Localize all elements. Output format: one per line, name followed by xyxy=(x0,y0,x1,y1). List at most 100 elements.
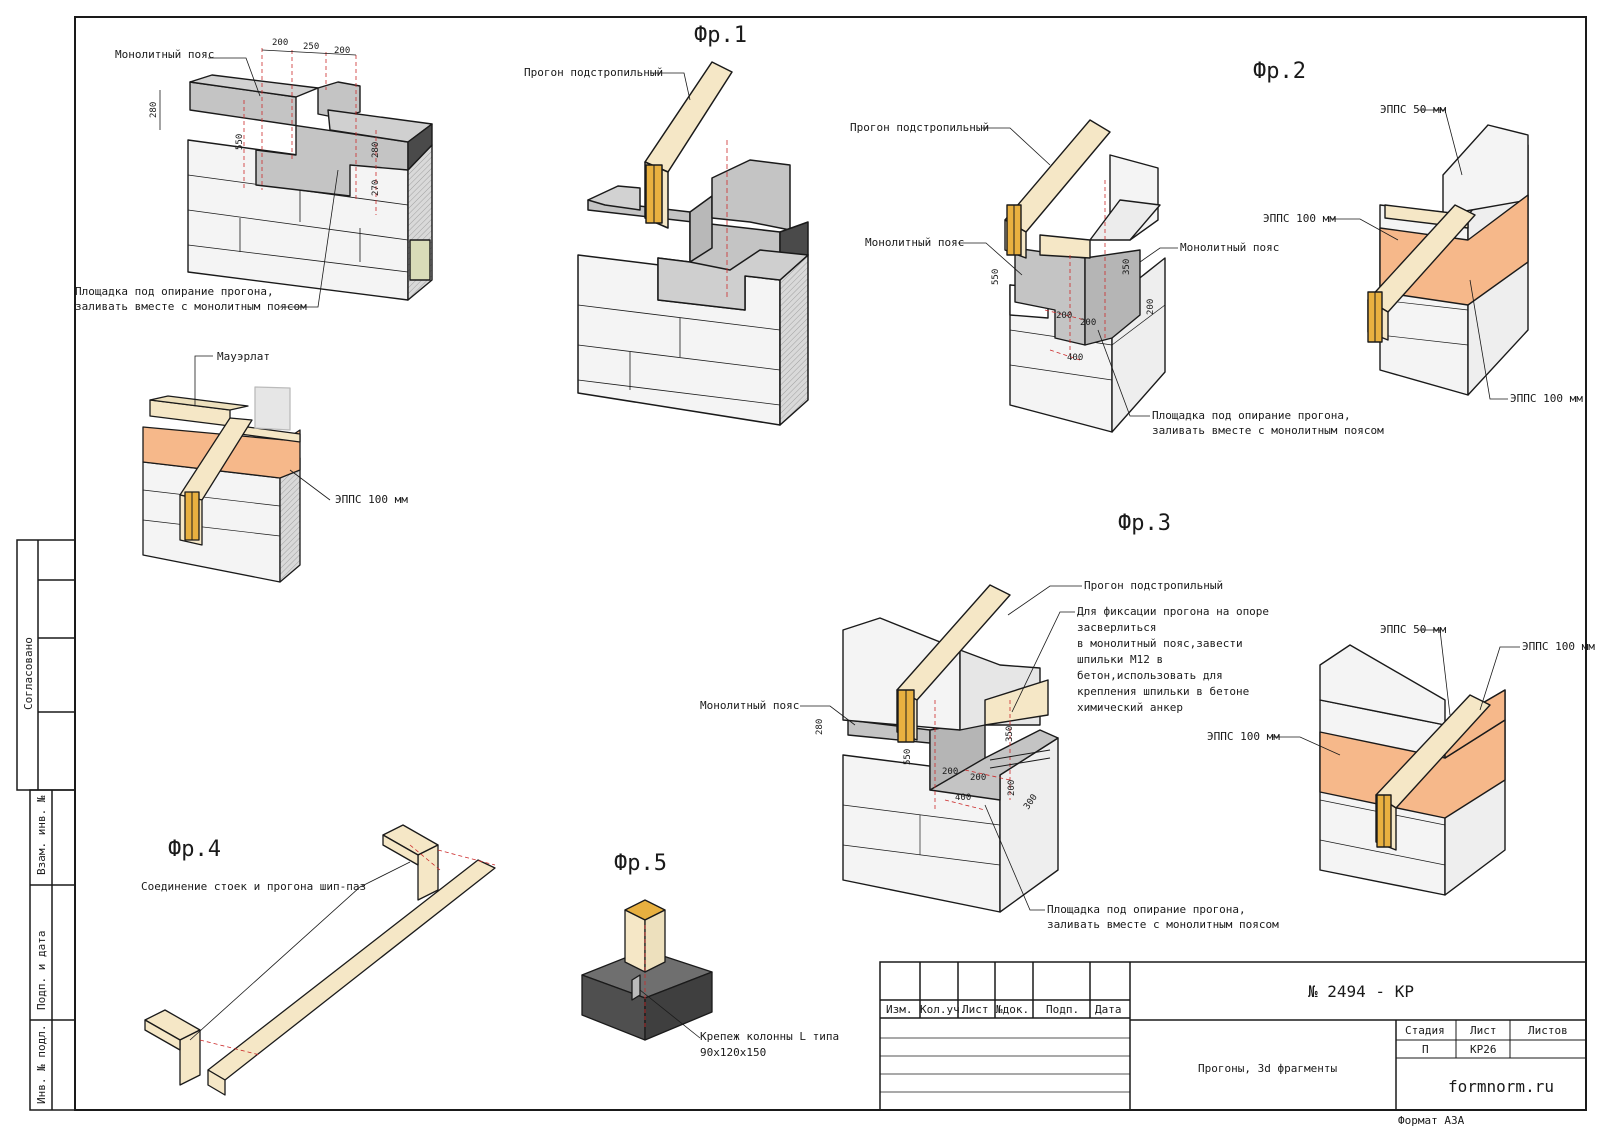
label-pad-f3-2: заливать вместе с монолитным поясом xyxy=(1047,918,1279,931)
title-col-izm: Изм. xyxy=(886,1003,913,1016)
leader-purlin-f2 xyxy=(982,127,1051,166)
label-belt-a: Монолитный пояс xyxy=(115,48,214,61)
dim-250: 250 xyxy=(303,42,319,52)
dim-f3-200-c: 200 xyxy=(1007,780,1017,796)
fragment-title-4: Фр.4 xyxy=(168,837,221,862)
title-stage-value: П xyxy=(1422,1043,1429,1056)
mauerlat-detail xyxy=(142,386,301,583)
side-stamp xyxy=(16,539,76,1111)
label-fixing-6: крепления шпильки в бетоне xyxy=(1077,685,1249,698)
dim-f3-350: 350 xyxy=(1005,726,1015,742)
label-pad-f2-1: Площадка под опирание прогона, xyxy=(1152,409,1351,422)
dim-f2-400: 400 xyxy=(1067,353,1083,363)
fragment-4-drawing xyxy=(144,824,496,1096)
dim-f3-200-a: 200 xyxy=(942,767,958,777)
label-pad-a-1: Площадка под опирание прогона, xyxy=(75,285,274,298)
title-stage-header: Стадия xyxy=(1405,1024,1445,1037)
dim-f2-200-a: 200 xyxy=(1056,311,1072,321)
leader-pad-a xyxy=(280,169,339,308)
label-fixer-1: Крепеж колонны L типа xyxy=(700,1030,839,1043)
leader-xps-50-b xyxy=(1418,109,1463,176)
dim-270: 270 xyxy=(371,180,381,196)
label-xps-50-b: ЭППС 50 мм xyxy=(1380,103,1447,116)
title-col-data: Дата xyxy=(1095,1003,1122,1016)
label-purlin-f3: Прогон подстропильный xyxy=(1084,579,1223,592)
label-xps-100-b: ЭППС 100 мм xyxy=(1263,212,1336,225)
label-pad-f2-2: заливать вместе с монолитным поясом xyxy=(1152,424,1384,437)
title-sheet-value: КР26 xyxy=(1470,1043,1497,1056)
fragment-2-xps-drawing xyxy=(1367,124,1529,396)
leader-joint-f4-b xyxy=(189,886,361,1041)
label-fixing-2: засверлиться xyxy=(1077,621,1156,634)
title-sheets-header: Листов xyxy=(1528,1024,1568,1037)
label-pad-a-2: заливать вместе с монолитным поясом xyxy=(75,300,307,313)
label-fixing-1: Для фиксации прогона на опоре xyxy=(1077,605,1269,618)
label-purlin-f2: Прогон подстропильный xyxy=(850,121,989,134)
stamp-inv-replace: Взам. инв. № xyxy=(35,795,48,875)
fragment-1-drawing xyxy=(577,61,809,426)
title-block xyxy=(879,961,1587,1111)
dim-280-a: 280 xyxy=(149,102,159,118)
fragment-title-5: Фр.5 xyxy=(614,851,667,876)
title-doc-number: № 2494 - КР xyxy=(1308,982,1414,1001)
dim-200-b: 200 xyxy=(334,46,350,56)
leader-belt-f2-left xyxy=(958,242,1023,276)
title-col-list: Лист xyxy=(962,1003,989,1016)
leader-belt-f2-right xyxy=(1139,247,1178,263)
dim-550-a: 550 xyxy=(235,134,245,150)
leader-xps-50-d xyxy=(1418,629,1451,716)
leader-pad-f2 xyxy=(1097,329,1150,417)
leader-belt-a xyxy=(208,57,261,97)
title-sheet-header: Лист xyxy=(1470,1024,1497,1037)
stamp-agreed: Согласовано xyxy=(22,637,35,710)
label-xps-100-c: ЭППС 100 мм xyxy=(1510,392,1583,405)
label-xps-50-d: ЭППС 50 мм xyxy=(1380,623,1447,636)
label-belt-f2-left: Монолитный пояс xyxy=(865,236,964,249)
label-xps-100-a: ЭППС 100 мм xyxy=(335,493,408,506)
title-format: Формат А3А xyxy=(1398,1114,1465,1127)
label-fixing-5: бетон,использовать для xyxy=(1077,669,1223,682)
fragment-2-dim-lines xyxy=(1044,180,1106,361)
label-belt-f3: Монолитный пояс xyxy=(700,699,799,712)
dim-200-a: 200 xyxy=(272,38,288,48)
fragment-2-main-drawing xyxy=(1004,119,1166,433)
stamp-sign-date: Подп. и дата xyxy=(35,931,48,1010)
leader-purlin-f1 xyxy=(650,72,691,101)
dim-f3-200-b: 200 xyxy=(970,773,986,783)
label-pad-f3-1: Площадка под опирание прогона, xyxy=(1047,903,1246,916)
title-col-podp: Подп. xyxy=(1046,1003,1079,1016)
belt-wall-detail xyxy=(187,74,433,301)
label-purlin-f1: Прогон подстропильный xyxy=(524,66,663,79)
fragment-3-drawing xyxy=(842,584,1059,913)
leader-pad-f3 xyxy=(984,804,1045,911)
title-col-ndoc: №док. xyxy=(996,1003,1029,1016)
label-xps-100-e: ЭППС 100 мм xyxy=(1207,730,1280,743)
stamp-inv-original: Инв. № подл. xyxy=(35,1025,48,1104)
leader-xps-100-a xyxy=(289,469,331,501)
dim-f2-550: 550 xyxy=(991,269,1001,285)
label-fixing-7: химический анкер xyxy=(1077,701,1183,714)
label-fixer-2: 90х120х150 xyxy=(700,1046,766,1059)
fragment-title-1: Фр.1 xyxy=(694,23,747,48)
leader-fixer-f5 xyxy=(639,989,701,1039)
dim-f3-550: 550 xyxy=(903,749,913,765)
leader-belt-f3 xyxy=(800,705,856,726)
dim-f3-280: 280 xyxy=(815,719,825,735)
fragment-4-axis-lines xyxy=(199,844,496,1056)
fragment-5-drawing xyxy=(581,899,713,1041)
dim-f3-400: 400 xyxy=(955,793,971,803)
label-belt-f2-right: Монолитный пояс xyxy=(1180,241,1279,254)
label-xps-100-d: ЭППС 100 мм xyxy=(1522,640,1595,653)
fragment-title-2: Фр.2 xyxy=(1253,59,1306,84)
fragment-title-3: Фр.3 xyxy=(1118,511,1171,536)
leader-xps-100-c xyxy=(1469,279,1508,400)
label-mauerlat: Мауэрлат xyxy=(217,350,270,363)
leader-xps-100-d xyxy=(1479,646,1520,711)
title-col-kol: Кол.уч. xyxy=(920,1003,966,1016)
dim-280-b: 280 xyxy=(371,142,381,158)
label-joint-f4: Соединение стоек и прогона шип-паз xyxy=(141,880,366,893)
leader-joint-f4-a xyxy=(359,861,411,888)
leader-xps-100-e xyxy=(1272,736,1341,756)
title-site: formnorm.ru xyxy=(1448,1077,1554,1096)
